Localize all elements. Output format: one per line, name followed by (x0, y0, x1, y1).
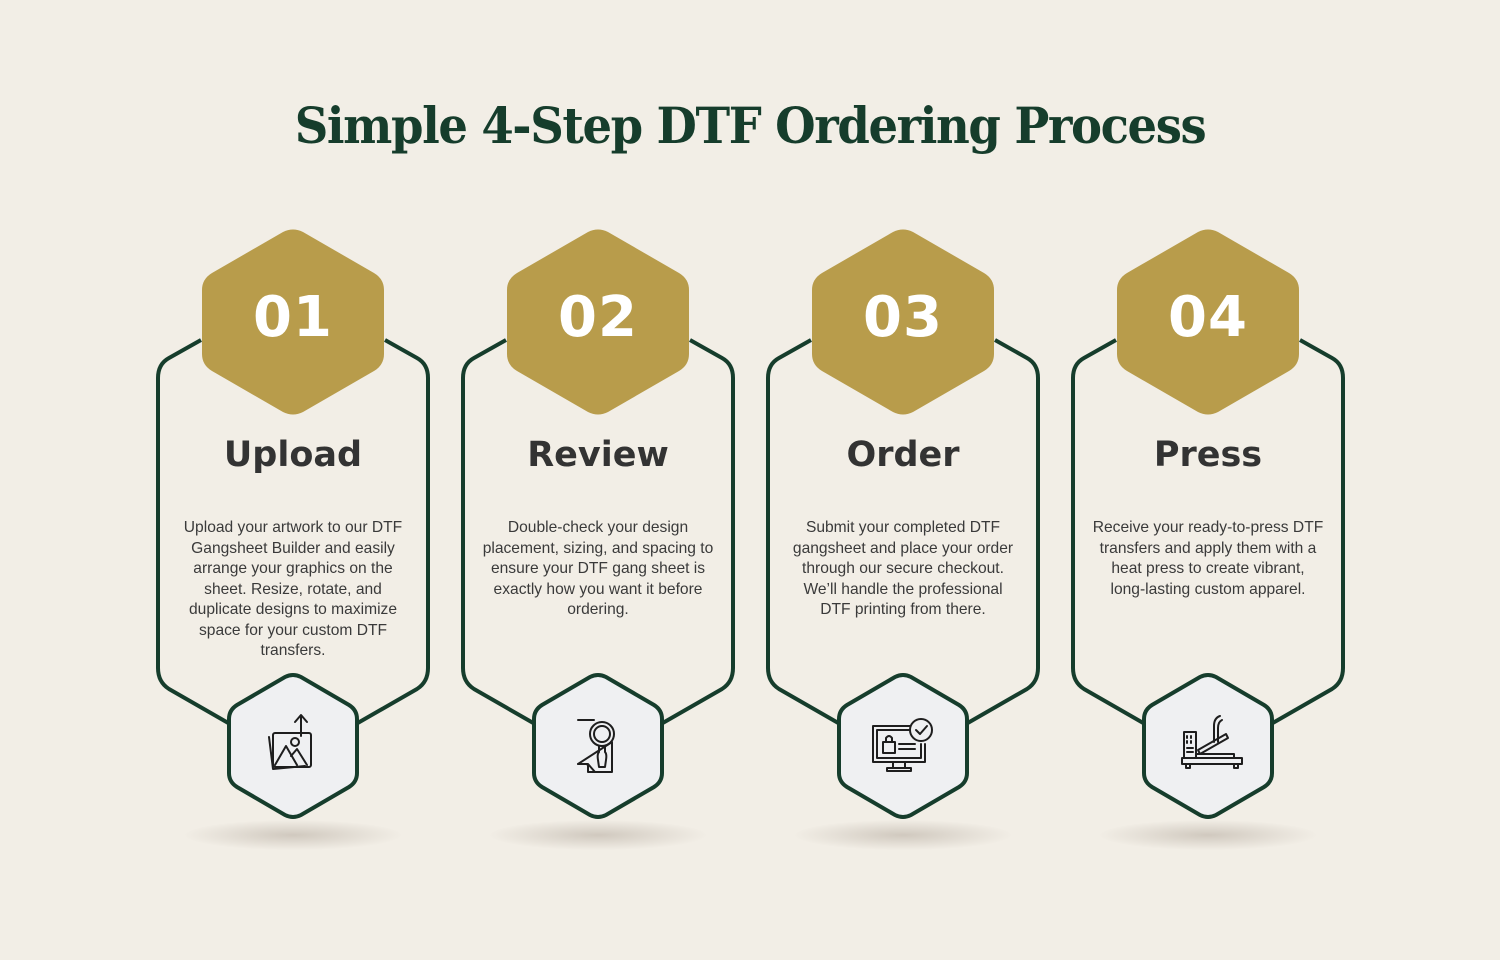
step-frame (766, 229, 1040, 819)
step-description: Submit your completed DTF gangsheet and … (792, 519, 1014, 618)
step-shadow (490, 820, 706, 850)
step-shadow (1100, 820, 1316, 850)
step-number: 02 (558, 285, 638, 350)
number-badge-hex (1117, 229, 1299, 415)
image-upload-icon (253, 706, 333, 786)
step-card-press: 04 Press Receive your ready-to-press DTF… (1070, 228, 1346, 858)
step-frame (461, 229, 735, 819)
step-title: Order (846, 435, 960, 475)
step-number: 03 (863, 285, 943, 350)
icon-hex (837, 673, 969, 819)
step-card-order: 03 Order Submit your completed DTF gangs… (765, 228, 1041, 858)
heat-press-icon (1168, 706, 1248, 786)
page-title: Simple 4-Step DTF Ordering Process (294, 96, 1207, 155)
step-title: Review (527, 435, 669, 475)
icon-hex (1142, 673, 1274, 819)
number-badge-hex (202, 229, 384, 415)
step-title: Upload (223, 435, 363, 475)
step-number: 04 (1168, 285, 1248, 350)
step-description: Upload your artwork to our DTF Gangsheet… (183, 519, 403, 659)
step-shadow (795, 820, 1011, 850)
step-number: 01 (253, 285, 333, 350)
number-badge-hex (507, 229, 689, 415)
online-checkout-icon (863, 706, 943, 786)
step-shadow (185, 820, 401, 850)
number-badge-hex (812, 229, 994, 415)
step-title: Press (1153, 435, 1263, 475)
document-magnifier-icon (558, 706, 638, 786)
step-description: Double-check your design placement, sizi… (482, 519, 714, 618)
step-card-upload: 01 Upload Upload your artwork to our DTF… (155, 228, 431, 858)
step-frame (1071, 229, 1345, 819)
step-description: Receive your ready-to-press DTF transfer… (1092, 519, 1324, 598)
step-card-review: 02 Review Double-check your design place… (460, 228, 736, 858)
